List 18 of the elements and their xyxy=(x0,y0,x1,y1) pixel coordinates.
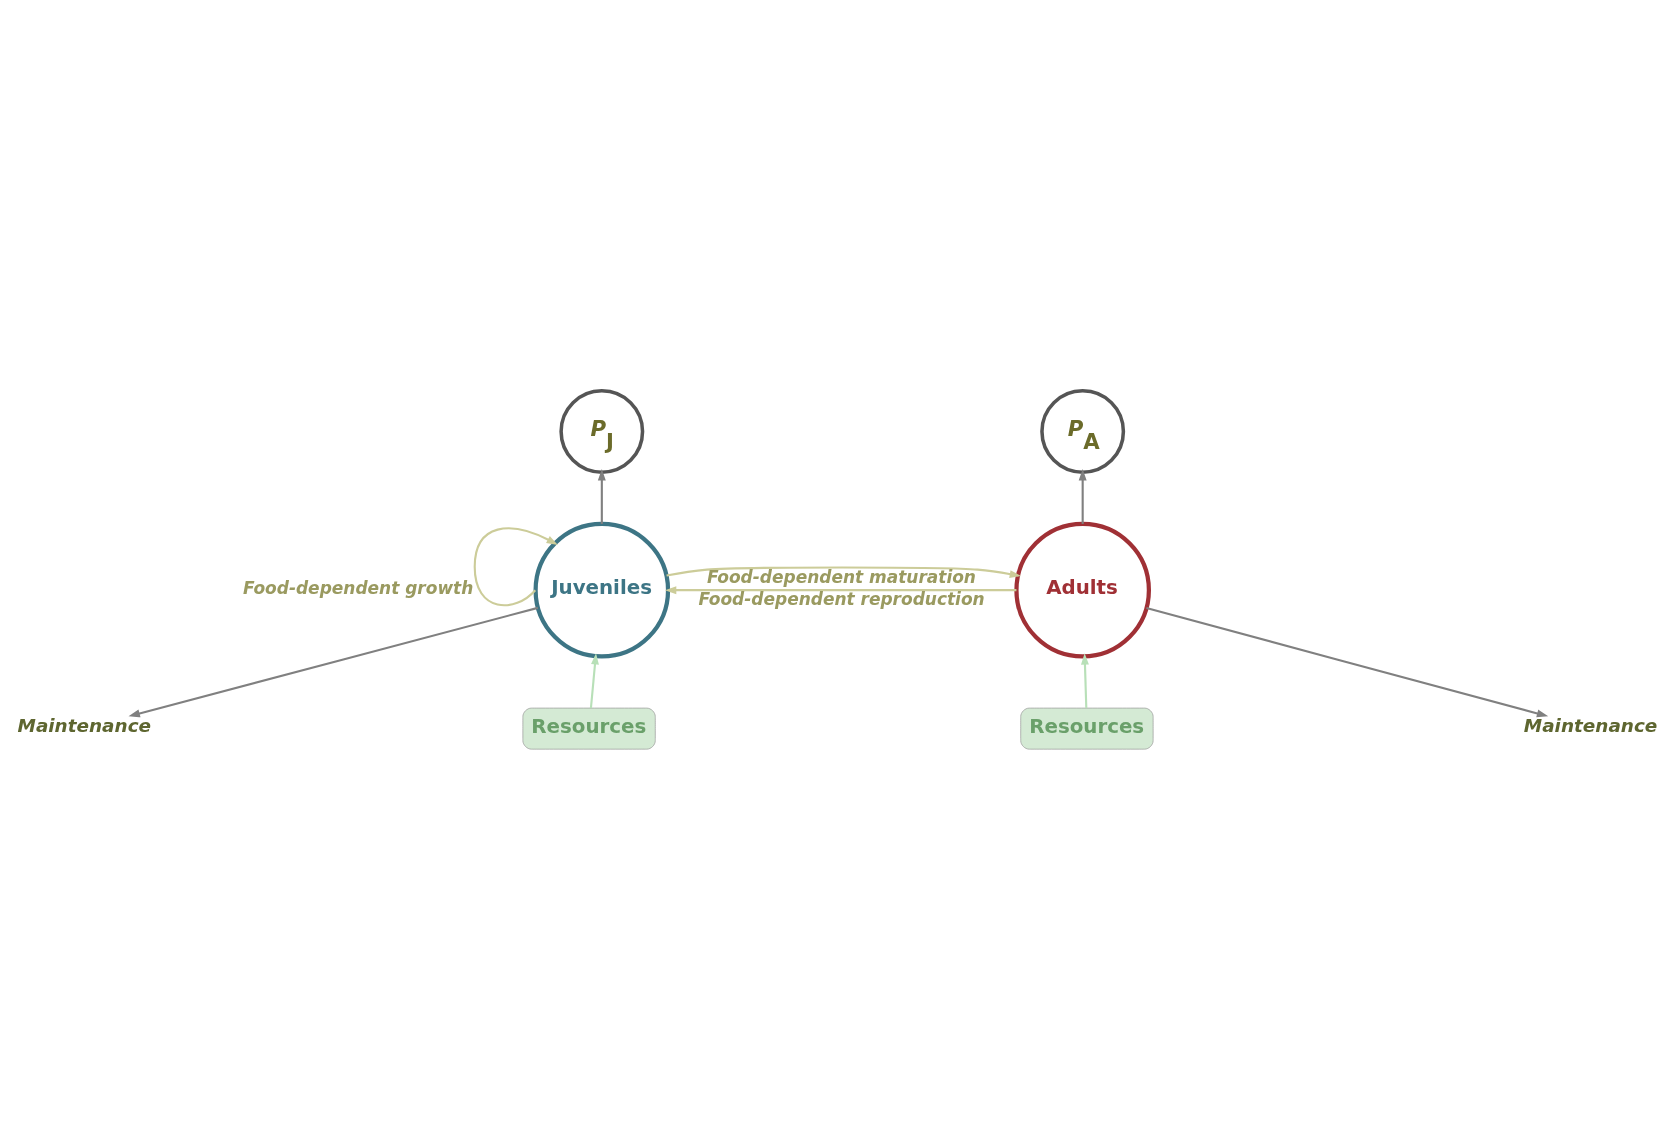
arrow xyxy=(1146,607,1549,718)
node-box: Resources xyxy=(1020,707,1154,750)
arrow xyxy=(1081,653,1089,709)
arrow xyxy=(666,566,1022,578)
node-circle: Adults xyxy=(1014,521,1151,659)
node-text: Maintenance xyxy=(1523,715,1658,737)
edge-label: Food-dependent maturation xyxy=(706,566,976,587)
arrow xyxy=(597,469,606,524)
node-circle: Juveniles xyxy=(533,521,671,659)
arrow xyxy=(664,586,1017,595)
arrow xyxy=(1078,469,1087,524)
arrow xyxy=(473,527,558,607)
node-text: Maintenance xyxy=(17,715,152,737)
edge-label: Food-dependent reproduction xyxy=(698,589,985,610)
arrow xyxy=(589,653,599,709)
node-box: Resources xyxy=(522,707,656,750)
edge-label: Food-dependent growth xyxy=(243,577,474,598)
arrow xyxy=(128,606,539,718)
